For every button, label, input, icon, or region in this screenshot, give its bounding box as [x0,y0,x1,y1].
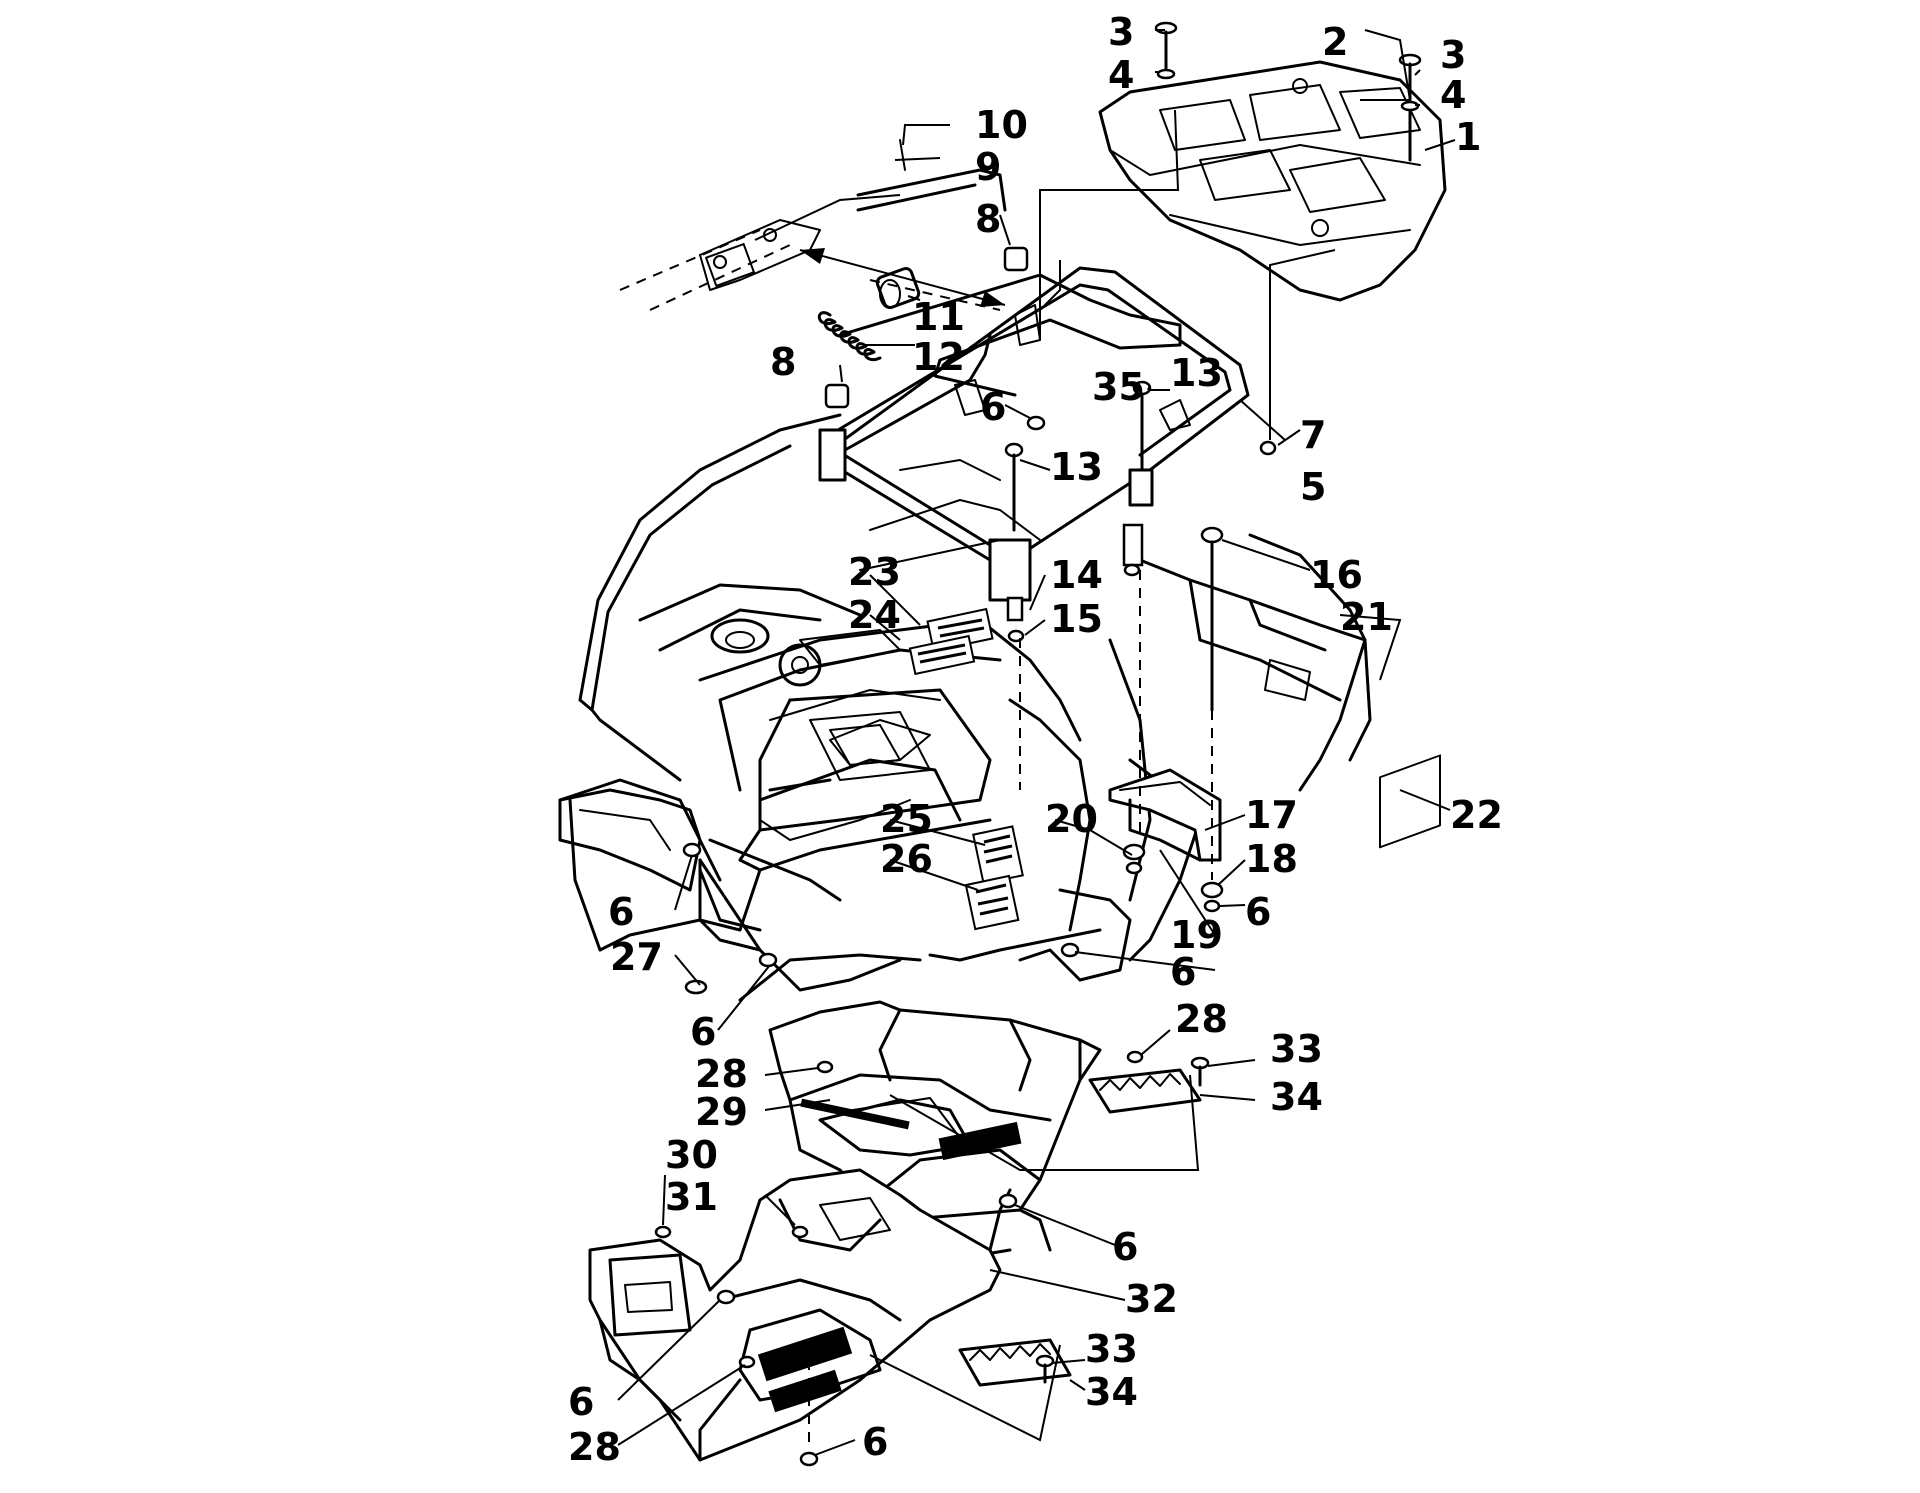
nut-6-rack [1026,415,1046,431]
callout-6-left-mid: 6 [690,1010,716,1054]
callout-25: 25 [880,797,933,841]
screw-28-mid [816,1060,834,1074]
footrest-upper [1088,1068,1202,1114]
nut-6-center [1060,942,1080,958]
alignment-lines [619,194,1213,1445]
callout-21: 21 [1340,595,1393,639]
callout-15: 15 [1050,597,1103,641]
washer-19 [1122,843,1146,861]
nut-6-right-lower [1203,899,1221,913]
callout-29: 29 [695,1090,748,1134]
bolt-13-left [1004,442,1024,532]
callout-4-left: 4 [1108,53,1134,97]
callout-6-right: 6 [1245,890,1271,934]
nut-6-bottom [799,1451,819,1467]
callout-13-left: 13 [1050,445,1103,489]
screw-28-upper [1126,1050,1144,1064]
callout-6-rack: 6 [980,385,1006,429]
nut-5 [1259,440,1277,456]
decal-warning-lower [908,634,976,676]
bolt-3-right [1398,53,1422,162]
callout-22: 22 [1450,793,1503,837]
callout-20: 20 [1045,797,1098,841]
bumper-plug-left [824,383,850,409]
callout-19: 19 [1170,913,1223,957]
callout-2: 2 [1322,20,1348,64]
direction-arrow [799,248,1006,307]
bumper-plug-top [1003,246,1029,272]
callout-28-left: 28 [695,1052,748,1096]
callout-14: 14 [1050,553,1103,597]
screw-31 [791,1225,809,1239]
callout-4-right: 4 [1440,73,1466,117]
washer-4-left [1156,68,1176,80]
callout-34-lower: 34 [1085,1370,1138,1414]
storage-compartment [738,629,992,872]
callout-27: 27 [610,935,663,979]
washer-18 [1200,881,1224,899]
callout-28-right: 28 [1175,997,1228,1041]
callout-30: 30 [665,1133,718,1177]
callout-8-top: 8 [975,197,1001,241]
callout-31: 31 [665,1175,718,1219]
nut-6-left-mid [758,952,778,968]
callout-16: 16 [1310,553,1363,597]
nut-6-footwell [998,1193,1018,1209]
callout-26: 26 [880,837,933,881]
decal-side [1379,754,1441,849]
routing-lines [869,109,1336,1442]
callout-34-upper: 34 [1270,1075,1323,1119]
left-footwell [588,1168,1012,1462]
callout-18: 18 [1245,837,1298,881]
callout-24: 24 [848,593,901,637]
lock-pin [856,139,1007,212]
left-fender-flare [558,788,762,952]
bolt-13-right [1132,380,1152,472]
bolt-33-lower [1035,1354,1055,1384]
callout-6-left-upper: 6 [608,890,634,934]
callout-leaders [617,29,1456,1456]
callout-5: 5 [1300,465,1326,509]
callout-33-lower: 33 [1085,1327,1138,1371]
callout-10: 10 [975,103,1028,147]
footrest-lower [958,1338,1072,1387]
callout-3-right: 3 [1440,33,1466,77]
callout-6-center: 6 [1170,950,1196,994]
rear-fender-body [558,413,1372,1002]
spring [817,311,882,362]
bolt-30 [654,1225,672,1239]
callout-17: 17 [1245,793,1298,837]
callout-6-footwell: 6 [1112,1225,1138,1269]
bolt-16 [1200,526,1224,712]
callout-35: 35 [1092,365,1145,409]
decal-info-lower [964,874,1020,931]
callout-3-left: 3 [1108,10,1134,54]
callout-12: 12 [912,335,965,379]
nut-6-left-footwell [716,1289,736,1305]
decal-info-upper [972,825,1024,885]
callout-1: 1 [1455,115,1481,159]
callout-11: 11 [912,295,965,339]
nut-6-left-upper [682,842,702,858]
callout-13-right: 13 [1170,351,1223,395]
screw-28-lower [738,1355,756,1369]
nut-20 [1125,861,1143,875]
callout-7: 7 [1300,413,1326,457]
bolt-33-upper [1190,1056,1210,1087]
callout-8-left: 8 [770,340,796,384]
callout-28-bottom: 28 [568,1425,621,1469]
callout-33-upper: 33 [1270,1027,1323,1071]
callout-6-bottom: 6 [862,1420,888,1464]
callout-6-left-footwell: 6 [568,1380,594,1424]
right-footwell [768,1000,1102,1262]
callout-labels: 1 2 3 3 4 4 5 6 6 6 6 6 6 6 6 7 8 8 9 10… [568,10,1503,1469]
callout-9: 9 [975,145,1001,189]
washer-27 [684,979,708,995]
washer-15-b [1123,563,1141,577]
callout-23: 23 [848,550,901,594]
callout-32: 32 [1125,1277,1178,1321]
